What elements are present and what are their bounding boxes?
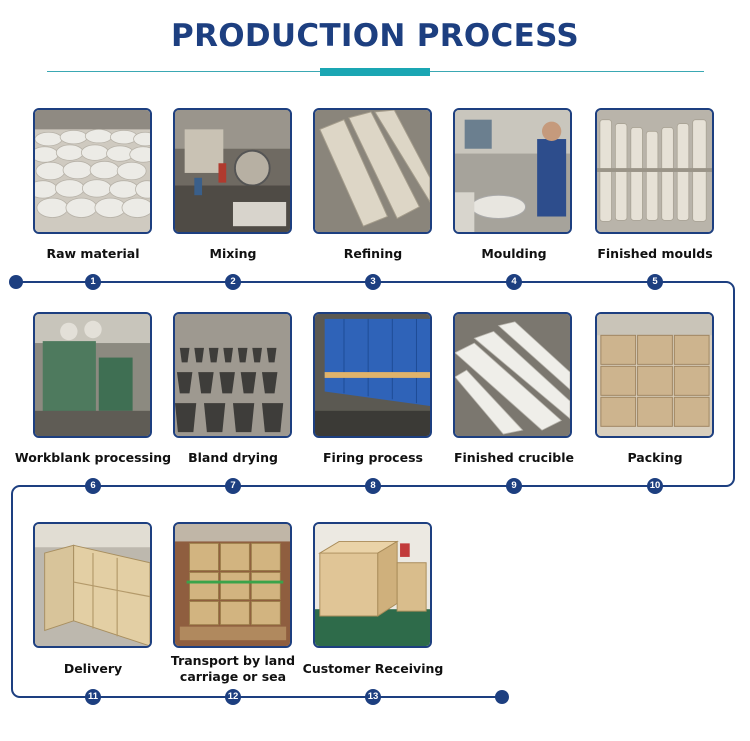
step-9-number: 9: [506, 478, 522, 494]
step-6-number: 6: [85, 478, 101, 494]
step-5-number: 5: [647, 274, 663, 290]
step-12-number: 12: [225, 689, 241, 705]
step-7-number: 7: [225, 478, 241, 494]
step-3-label: Refining: [343, 246, 403, 261]
step-1-image: [33, 108, 152, 234]
step-2-number: 2: [225, 274, 241, 290]
step-13-number: 13: [365, 689, 381, 705]
step-13-label: Customer Receiving: [302, 661, 444, 676]
step-12-image: [173, 522, 292, 648]
step-9-label: Finished crucible: [453, 450, 574, 465]
step-2-image: [173, 108, 292, 234]
step-7-label: Bland drying: [188, 450, 278, 465]
step-13-image: [313, 522, 432, 648]
step-3-number: 3: [365, 274, 381, 290]
step-12-label: Transport by land carriage or sea: [170, 653, 296, 684]
step-4-label: Moulding: [481, 246, 547, 261]
step-6-label: Workblank processing: [14, 450, 172, 465]
step-11-number: 11: [85, 689, 101, 705]
step-4-number: 4: [506, 274, 522, 290]
step-6-image: [33, 312, 152, 438]
step-1-number: 1: [85, 274, 101, 290]
step-10-image: [595, 312, 714, 438]
step-2-label: Mixing: [209, 246, 257, 261]
step-8-label: Firing process: [323, 450, 423, 465]
flow-end-dot: [495, 690, 509, 704]
step-3-image: [313, 108, 432, 234]
flow-start-dot: [9, 275, 23, 289]
step-11-label: Delivery: [63, 661, 123, 676]
step-10-number: 10: [647, 478, 663, 494]
title-accent-bar: [320, 68, 430, 76]
step-9-image: [453, 312, 572, 438]
step-5-label: Finished moulds: [597, 246, 713, 261]
step-10-label: Packing: [627, 450, 683, 465]
page-title: PRODUCTION PROCESS: [171, 18, 579, 54]
step-5-image: [595, 108, 714, 234]
step-8-number: 8: [365, 478, 381, 494]
step-7-image: [173, 312, 292, 438]
step-1-label: Raw material: [46, 246, 140, 261]
step-4-image: [453, 108, 572, 234]
step-8-image: [313, 312, 432, 438]
step-11-image: [33, 522, 152, 648]
